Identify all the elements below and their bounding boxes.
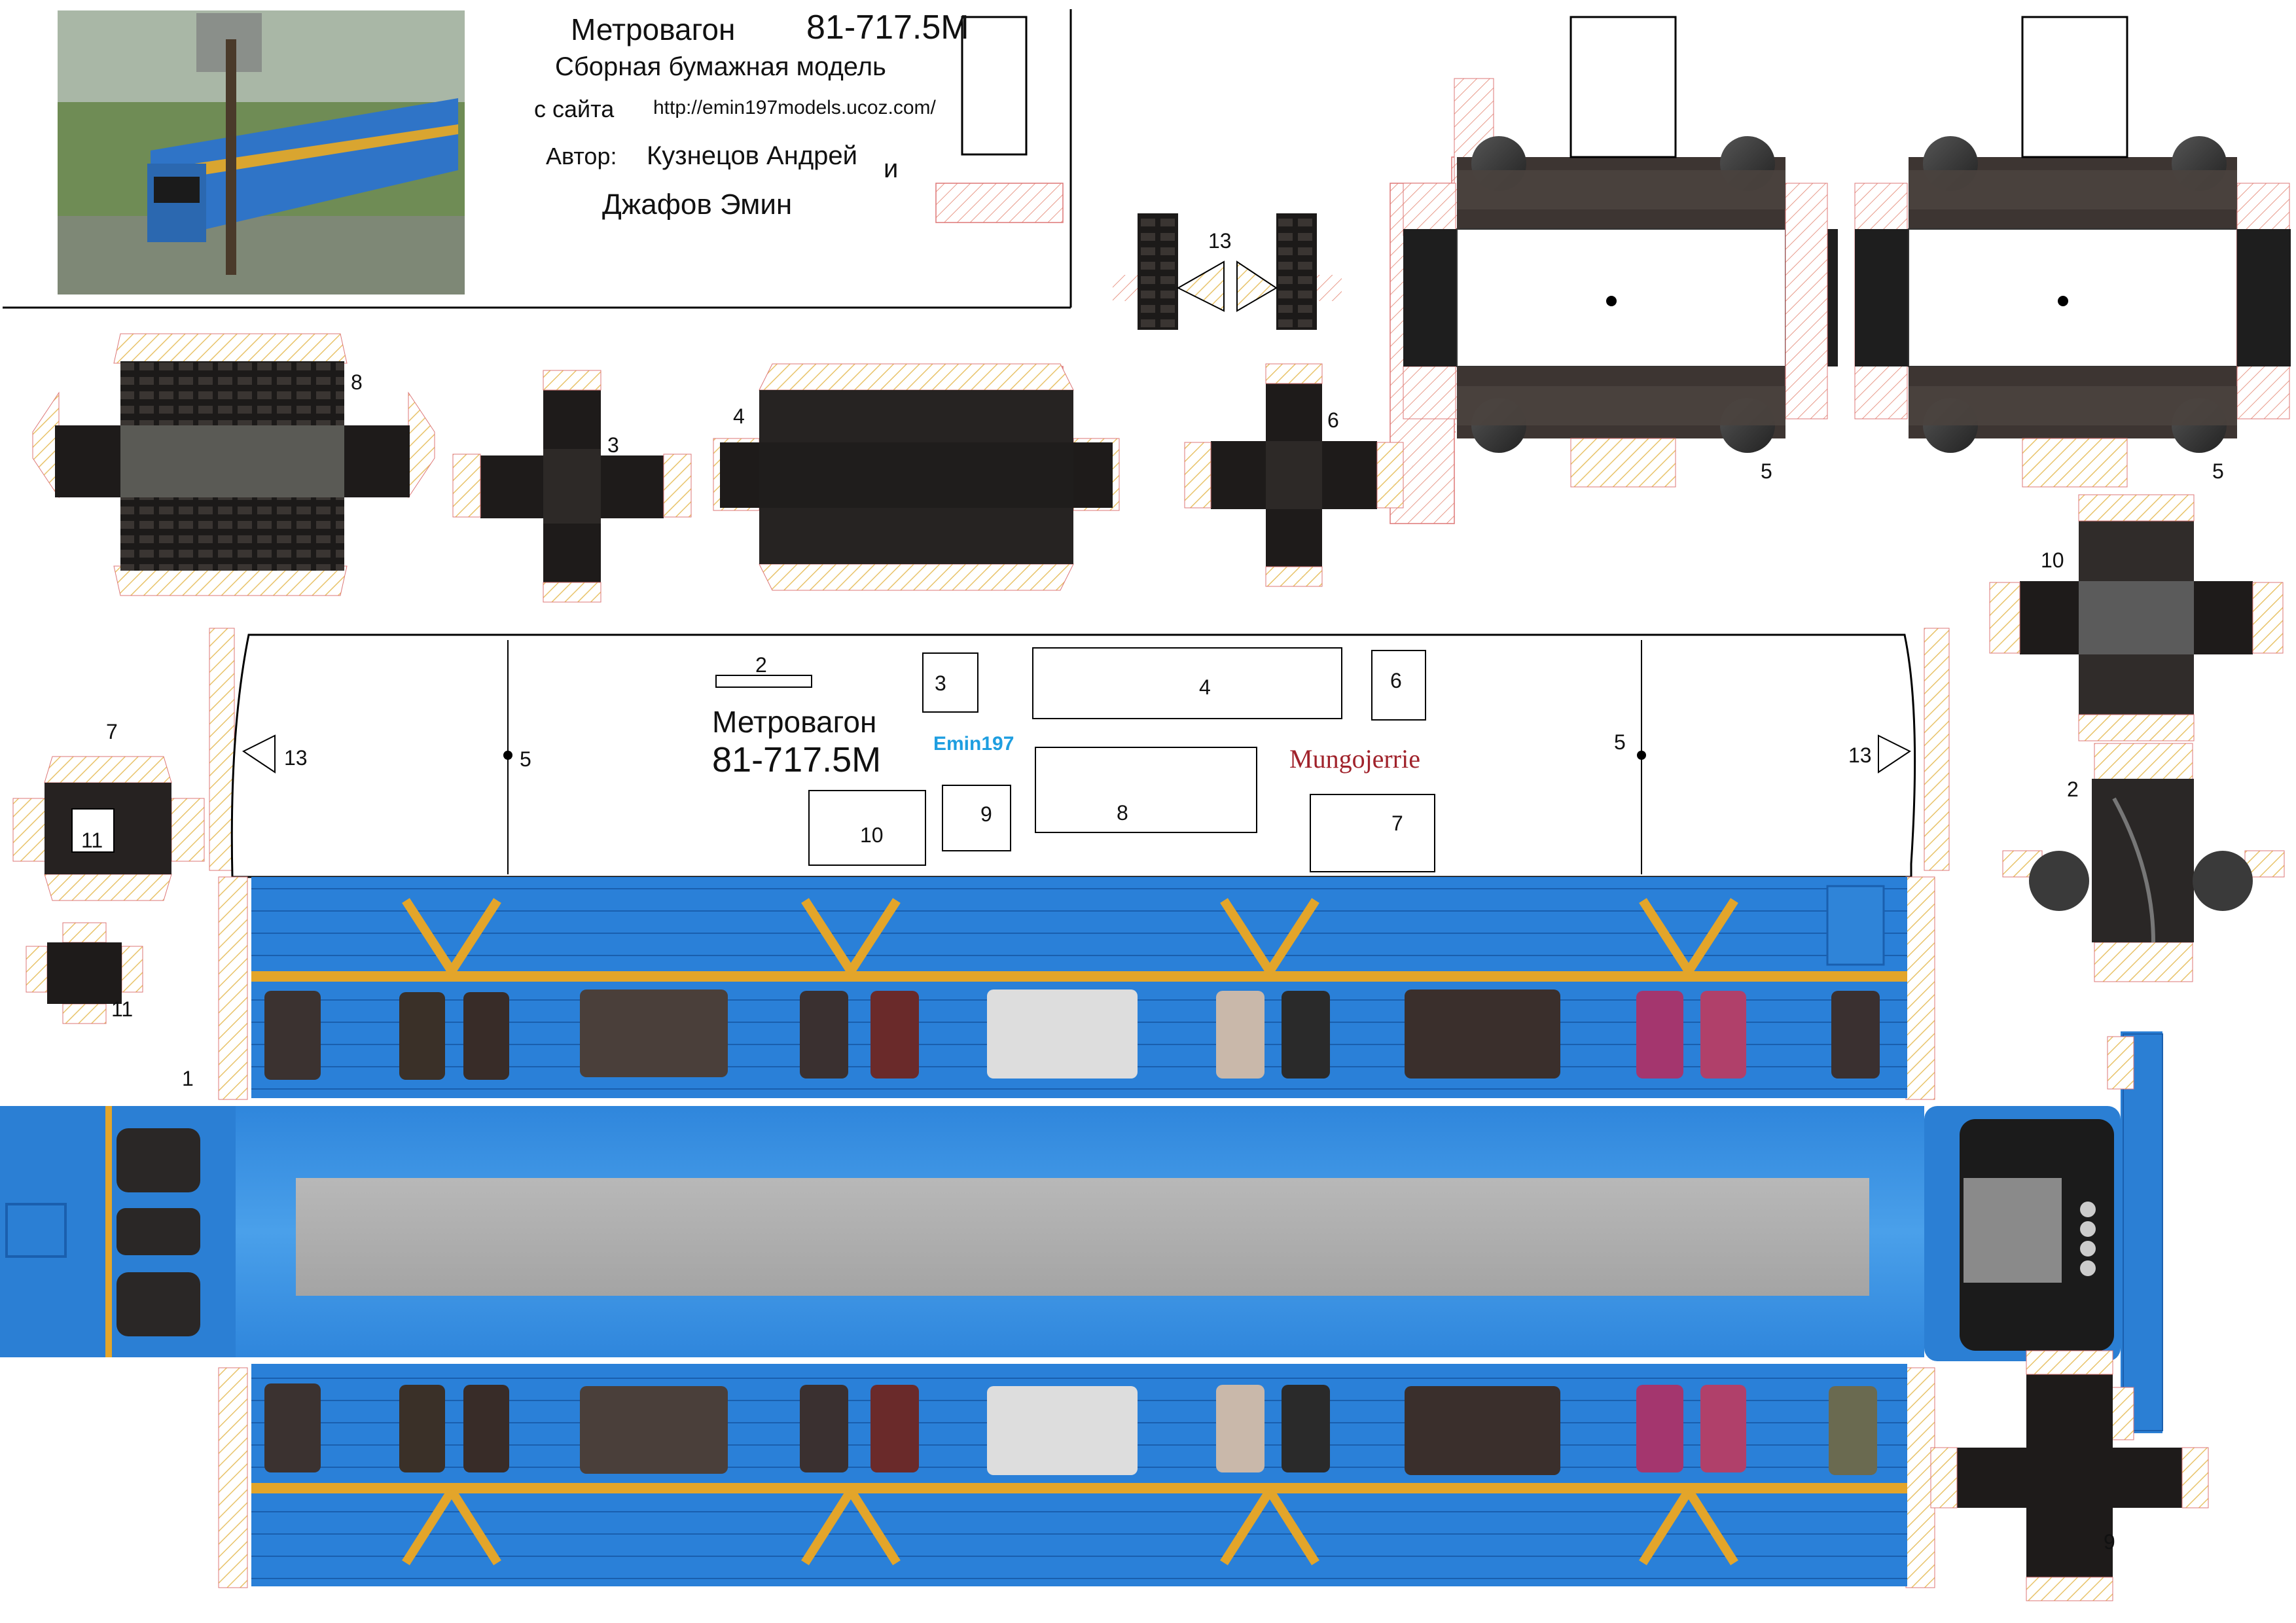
bogie-5b xyxy=(1854,16,2291,488)
bogie-5a xyxy=(1403,16,1838,488)
side-bottom-windows xyxy=(264,1383,1877,1475)
title-block-frame xyxy=(3,9,1072,309)
roof-panel xyxy=(209,628,1950,878)
label-part-2: 2 xyxy=(2067,777,2079,801)
roof-label-6: 6 xyxy=(1390,669,1402,692)
roof-label-4: 4 xyxy=(1199,675,1211,699)
label-part-7: 7 xyxy=(106,720,118,743)
part-3 xyxy=(452,370,692,603)
part-2 xyxy=(2002,743,2285,982)
roof-label-5-left: 5 xyxy=(520,747,531,771)
part-13-pair xyxy=(1113,213,1342,330)
label-part-5-left: 5 xyxy=(1761,459,1772,483)
prototype-photo xyxy=(58,10,465,294)
roof-tag-mungojerrie: Mungojerrie xyxy=(1289,744,1420,774)
label-part-9: 9 xyxy=(2104,1530,2115,1554)
roof-label-9: 9 xyxy=(980,802,992,826)
side-top-windows xyxy=(264,990,1880,1080)
roof-label-13-right: 13 xyxy=(1848,743,1872,767)
part-9 xyxy=(1930,1350,2209,1601)
label-part-1: 1 xyxy=(182,1067,194,1090)
roof-tag-emin197: Emin197 xyxy=(933,733,1014,755)
door-chevrons-bottom xyxy=(402,1488,1738,1565)
part-11 xyxy=(26,922,143,1024)
header-and: и xyxy=(884,154,899,183)
part-4 xyxy=(713,363,1120,591)
roof-label-8: 8 xyxy=(1117,801,1128,825)
label-part-4: 4 xyxy=(733,404,745,428)
car-side-bottom xyxy=(218,1364,1935,1588)
label-part-5-right: 5 xyxy=(2212,459,2224,483)
header-model: 81-717.5M xyxy=(806,9,969,46)
label-part-10: 10 xyxy=(2041,548,2064,572)
part-10 xyxy=(1989,494,2284,741)
header-author2: Джафов Эмин xyxy=(602,188,793,221)
roof-label-5-right: 5 xyxy=(1614,730,1626,754)
door-chevrons-top xyxy=(402,898,1738,974)
roof-label-10: 10 xyxy=(860,823,884,847)
header-author1: Кузнецов Андрей xyxy=(647,141,857,170)
roof-label-7: 7 xyxy=(1391,812,1403,835)
header-site-prefix: с сайта xyxy=(534,96,615,122)
car-roof xyxy=(0,1031,2163,1440)
roof-model: 81-717.5M xyxy=(712,740,882,779)
label-part-13-top: 13 xyxy=(1208,229,1232,253)
label-part-6: 6 xyxy=(1327,408,1339,432)
header-subtitle: Сборная бумажная модель xyxy=(555,52,886,81)
roof-label-13-left: 13 xyxy=(284,746,308,770)
header-author-label: Автор: xyxy=(546,143,617,169)
label-part-3: 3 xyxy=(607,433,619,457)
roof-label-3: 3 xyxy=(935,671,946,695)
label-part-11-box: 11 xyxy=(81,829,103,852)
header-site-url: http://emin197models.ucoz.com/ xyxy=(653,97,936,118)
label-part-11: 11 xyxy=(111,997,134,1021)
roof-label-2: 2 xyxy=(755,653,767,677)
part-6 xyxy=(1184,363,1404,587)
part-7 xyxy=(12,756,205,901)
car-side-top xyxy=(218,876,1935,1100)
header-title: Метровагон xyxy=(571,12,736,46)
roof-title: Метровагон xyxy=(712,705,877,739)
label-part-8: 8 xyxy=(351,370,363,394)
part-8 xyxy=(32,333,435,596)
